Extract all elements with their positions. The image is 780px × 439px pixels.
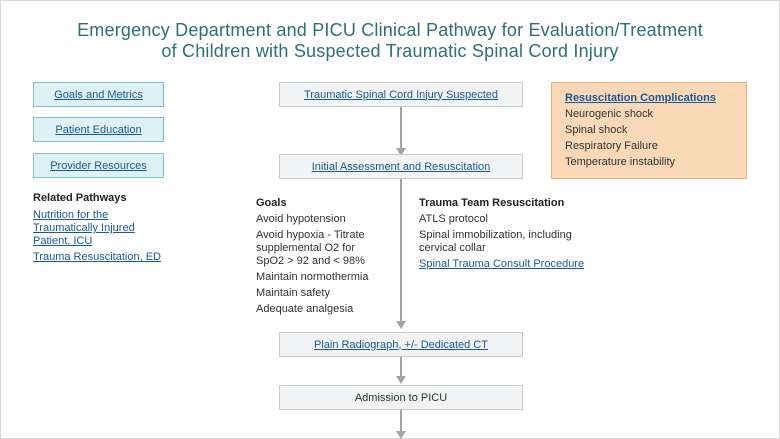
- complication-item: Temperature instability: [565, 156, 676, 168]
- connector-4: [400, 410, 402, 432]
- connector-3: [400, 357, 402, 377]
- page-title: Emergency Department and PICU Clinical P…: [0, 20, 780, 62]
- provider-resources-button[interactable]: Provider Resources: [33, 153, 164, 178]
- patient-education-button[interactable]: Patient Education: [33, 117, 164, 142]
- complication-item: Spinal shock: [565, 124, 628, 136]
- arrow-3-icon: [396, 376, 406, 384]
- title-line-1: Emergency Department and PICU Clinical P…: [77, 20, 703, 40]
- goals-heading: Goals: [256, 197, 287, 209]
- nutrition-pathway-link[interactable]: Nutrition for the Traumatically Injured …: [33, 209, 135, 247]
- goal-item: Maintain safety: [256, 287, 330, 299]
- goal-item: Adequate analgesia: [256, 303, 354, 315]
- arrow-1-icon: [396, 148, 406, 156]
- trauma-item: ATLS protocol: [419, 213, 488, 225]
- goals-and-metrics-link[interactable]: Goals and Metrics: [54, 88, 143, 101]
- goal-item: Avoid hypotension: [256, 213, 346, 225]
- connector-2: [400, 179, 402, 321]
- flow-step-admission: Admission to PICU: [279, 385, 523, 410]
- connector-1: [400, 107, 402, 149]
- resuscitation-complications-link[interactable]: Resuscitation Complications: [565, 92, 716, 104]
- related-pathways-heading: Related Pathways: [33, 192, 127, 204]
- flow-step-radiograph[interactable]: Plain Radiograph, +/- Dedicated CT: [279, 332, 523, 357]
- flow-step-assessment-link[interactable]: Initial Assessment and Resuscitation: [311, 160, 491, 173]
- flow-step-admission-label: Admission to PICU: [354, 391, 448, 404]
- patient-education-link[interactable]: Patient Education: [55, 123, 142, 136]
- trauma-resuscitation-link[interactable]: Trauma Resuscitation, ED: [33, 251, 161, 263]
- goal-item: Avoid hypoxia - Titrate supplemental O2 …: [256, 229, 365, 267]
- arrow-2-icon: [396, 321, 406, 329]
- goals-and-metrics-button[interactable]: Goals and Metrics: [33, 82, 164, 107]
- flow-step-assessment[interactable]: Initial Assessment and Resuscitation: [279, 154, 523, 179]
- provider-resources-link[interactable]: Provider Resources: [50, 159, 147, 172]
- trauma-team-heading: Trauma Team Resuscitation: [419, 197, 565, 209]
- arrow-4-icon: [396, 431, 406, 439]
- flow-step-radiograph-link[interactable]: Plain Radiograph, +/- Dedicated CT: [314, 338, 488, 351]
- goal-item: Maintain normothermia: [256, 271, 369, 283]
- flow-step-suspected-link[interactable]: Traumatic Spinal Cord Injury Suspected: [303, 88, 498, 101]
- flow-step-suspected[interactable]: Traumatic Spinal Cord Injury Suspected: [279, 82, 523, 107]
- title-line-2: of Children with Suspected Traumatic Spi…: [161, 41, 619, 61]
- complication-item: Neurogenic shock: [565, 108, 654, 120]
- complication-item: Respiratory Failure: [565, 140, 658, 152]
- spinal-trauma-consult-link[interactable]: Spinal Trauma Consult Procedure: [419, 258, 585, 270]
- resuscitation-complications-box: Resuscitation Complications Neurogenic s…: [551, 82, 747, 179]
- trauma-item: Spinal immobilization, including cervica…: [419, 229, 572, 254]
